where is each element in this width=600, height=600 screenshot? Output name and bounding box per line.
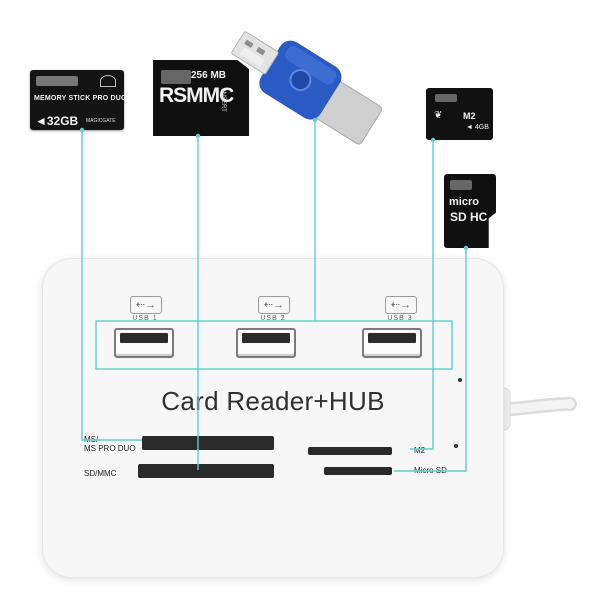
m2-slot-label: M2 (414, 446, 426, 455)
card-sublabel: MAGICGATE (86, 118, 116, 124)
usb-port-label: USB 1 (132, 315, 158, 322)
card-capacity: ◄ 4GB (466, 124, 489, 131)
card-capacity: ◄32GB (35, 114, 79, 128)
microsd-callout-line (394, 248, 467, 472)
usb-port-1[interactable] (114, 328, 174, 358)
brand-logo-blur (36, 76, 78, 86)
micro-sd-card: micro SD HC (444, 174, 496, 248)
card-name: M2 (463, 111, 476, 121)
m2-logo-icon: ❦ (434, 110, 443, 121)
usb-port-label: USB 2 (260, 315, 286, 322)
usb-port-label: USB 3 (387, 315, 413, 322)
usb-symbol-icon: ⇠→ (130, 296, 162, 314)
usb-port-3[interactable] (362, 328, 422, 358)
usb-port-tongue (242, 333, 290, 343)
usb-symbol-icon: ⇠→ (258, 296, 290, 314)
indicator-led (458, 378, 462, 382)
callout-dot (195, 133, 201, 139)
m2-slot[interactable] (308, 447, 392, 455)
callout-dot (312, 117, 318, 123)
usb-callout-box (95, 320, 453, 370)
card-reader-hub: ⇠→ USB 1 ⇠→ USB 2 ⇠→ USB 3 Card Reader+H… (42, 258, 504, 578)
card-hc-label: SD HC (450, 210, 488, 224)
brand-logo-blur (161, 70, 191, 84)
m2-callout-line (410, 140, 434, 450)
sd-mmc-slot-label: SD/MMC (84, 469, 117, 478)
ms-pro-duo-slot[interactable] (142, 436, 274, 450)
usb-port-tongue (368, 333, 416, 343)
m2-card: ❦ M2 ◄ 4GB (426, 88, 493, 140)
rsmmc-card: 256 MB RSMMC INSERT (153, 60, 249, 136)
indicator-led (454, 444, 458, 448)
callout-dot (463, 245, 469, 251)
micro-sd-slot[interactable] (324, 467, 392, 475)
card-name: RSMMC (159, 84, 234, 107)
ms-logo-icon (100, 75, 116, 87)
memory-stick-card: MEMORY STICK PRO DUO ◄32GB MAGICGATE (30, 70, 127, 130)
usb-port-tongue (120, 333, 168, 343)
sd-mmc-slot[interactable] (138, 464, 274, 478)
card-name: micro (449, 196, 479, 208)
brand-logo-blur (450, 180, 472, 190)
card-size: 256 MB (191, 70, 227, 81)
callout-dot (430, 137, 436, 143)
usb-port-2[interactable] (236, 328, 296, 358)
ms-slot-label-line2: MS PRO DUO (84, 444, 136, 453)
callout-dot (79, 127, 85, 133)
ms-callout-line (81, 130, 142, 441)
card-name: MEMORY STICK PRO DUO (34, 95, 127, 102)
usb-symbol-icon: ⇠→ (385, 296, 417, 314)
brand-logo-blur (435, 94, 457, 102)
usb-flash-drive (231, 31, 383, 145)
